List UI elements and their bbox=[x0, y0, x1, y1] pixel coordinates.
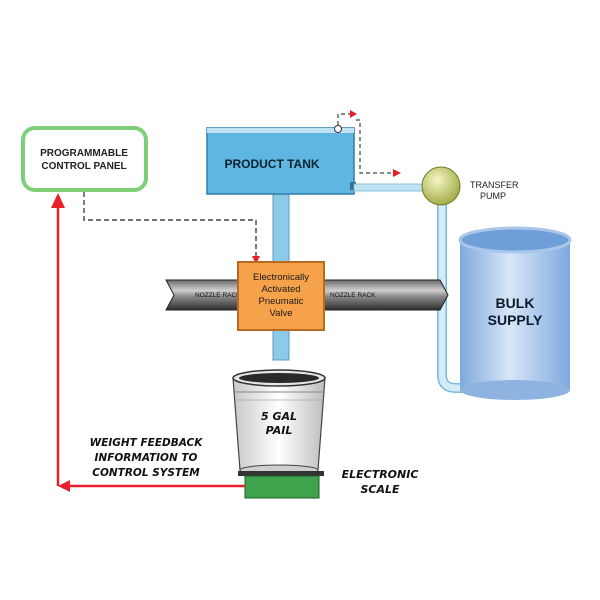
feedback-up-arrow-icon bbox=[51, 193, 65, 208]
tank-pump-pipe bbox=[353, 183, 425, 192]
scale-label-line2: SCALE bbox=[360, 483, 400, 496]
level-sensor-signal bbox=[334, 110, 401, 177]
transfer-pump-label-line2: PUMP bbox=[480, 191, 506, 201]
weight-feedback-line: WEIGHT FEEDBACK INFORMATION TO CONTROL S… bbox=[51, 193, 245, 492]
feedback-label-line1: WEIGHT FEEDBACK bbox=[90, 437, 204, 449]
level-signal-arrow-icon bbox=[350, 110, 357, 118]
pail-label-line2: PAIL bbox=[266, 424, 293, 437]
control-signal-arrow-icon bbox=[252, 256, 260, 264]
scale-label-line1: ELECTRONIC bbox=[342, 468, 419, 481]
valve-label-line3: Pneumatic bbox=[259, 296, 304, 307]
feedback-left-arrow-icon bbox=[58, 480, 70, 492]
valve-label-line4: Valve bbox=[269, 308, 292, 319]
control-panel-label-line1: PROGRAMMABLE bbox=[40, 148, 128, 159]
bulk-supply-label-line1: BULK bbox=[496, 295, 535, 311]
control-signal-line bbox=[83, 192, 260, 264]
feedback-label-line2: INFORMATION TO bbox=[95, 452, 198, 464]
transfer-pump: TRANSFER PUMP bbox=[421, 166, 519, 206]
feedback-label-line3: CONTROL SYSTEM bbox=[92, 467, 200, 479]
bulk-supply-tank: BULK SUPPLY bbox=[458, 226, 572, 400]
nozzle-rack-left-label: NOZZLE RACK bbox=[195, 292, 241, 299]
pump-signal-arrow-icon bbox=[393, 169, 401, 177]
product-tank: PRODUCT TANK bbox=[206, 127, 356, 195]
electronic-scale: ELECTRONIC SCALE bbox=[238, 468, 419, 499]
pneumatic-valve: Electronically Activated Pneumatic Valve bbox=[237, 261, 325, 331]
pail-label-line1: 5 GAL bbox=[261, 410, 297, 423]
valve-label-line1: Electronically bbox=[253, 272, 309, 283]
programmable-control-panel: PROGRAMMABLE CONTROL PANEL bbox=[21, 126, 148, 192]
transfer-pump-label-line1: TRANSFER bbox=[470, 180, 519, 190]
pump-bulk-pipe bbox=[438, 200, 475, 392]
bulk-supply-label-line2: SUPPLY bbox=[488, 312, 543, 328]
five-gallon-pail: 5 GAL PAIL bbox=[232, 369, 326, 476]
nozzle-rack-right-label: NOZZLE RACK bbox=[330, 292, 376, 299]
valve-label-line2: Activated bbox=[261, 284, 300, 295]
product-tank-label: PRODUCT TANK bbox=[224, 157, 319, 171]
control-panel-label-line2: CONTROL PANEL bbox=[41, 161, 126, 172]
